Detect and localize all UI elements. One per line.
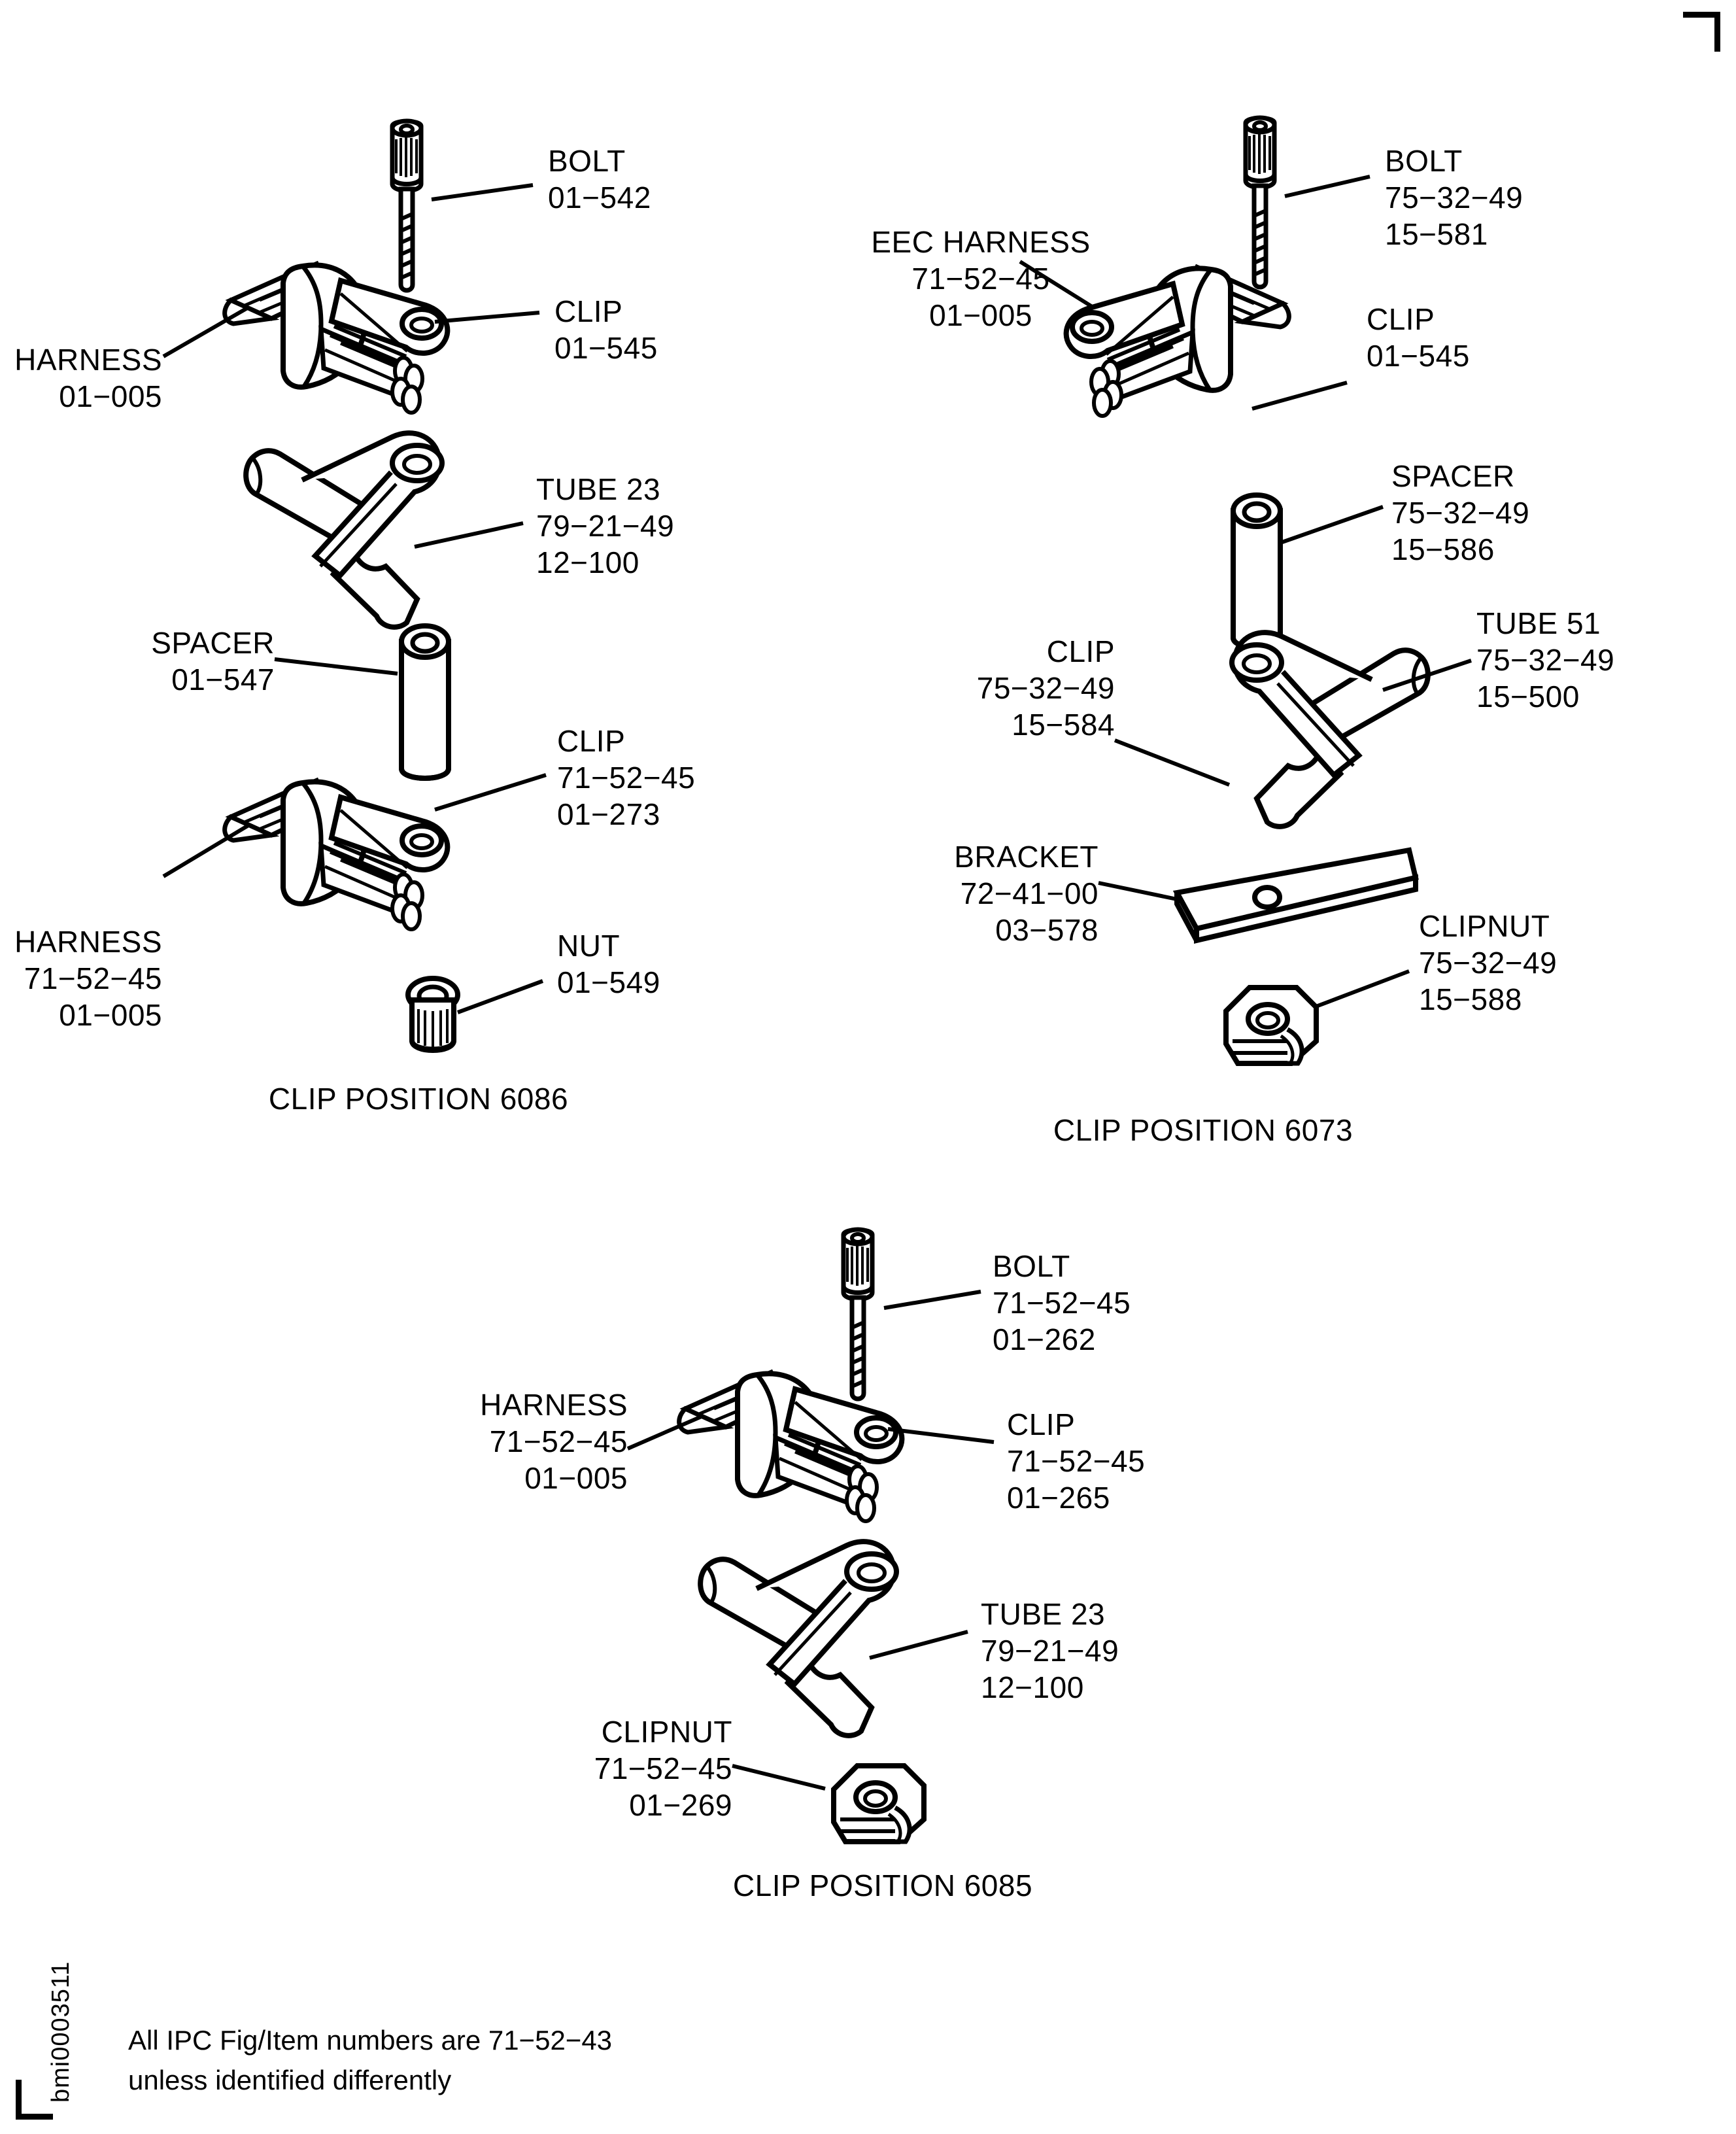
label-line: 15−588 xyxy=(1419,982,1522,1017)
label-line: 71−52−45 xyxy=(24,961,162,996)
label-line: 75−32−49 xyxy=(1391,496,1530,530)
label-line: 75−32−49 xyxy=(1385,181,1523,215)
corner-mark-bottom-left xyxy=(16,2080,53,2120)
label-line: CLIPNUT xyxy=(601,1715,732,1749)
label-line: BOLT xyxy=(548,144,626,178)
label-line: 01−265 xyxy=(1007,1481,1110,1515)
label-line: 71−52−45 xyxy=(489,1424,628,1459)
label-line: 79−21−49 xyxy=(981,1634,1119,1668)
label-harness2-6086: HARNESS 71−52−45 01−005 xyxy=(0,923,162,1033)
label-line: 71−52−45 xyxy=(594,1751,732,1786)
label-line: 15−584 xyxy=(1012,708,1115,742)
label-line: EEC HARNESS xyxy=(871,225,1091,259)
label-clip-6086: CLIP 01−545 xyxy=(554,293,658,366)
label-nut-6086: NUT 01−549 xyxy=(557,927,660,1001)
label-line: 15−586 xyxy=(1391,532,1495,567)
label-clipnut-6073: CLIPNUT 75−32−49 15−588 xyxy=(1419,908,1557,1018)
caption-clip-position-6073: CLIP POSITION 6073 xyxy=(821,1112,1586,1148)
label-line: 71−52−45 xyxy=(557,761,696,795)
caption-text: CLIP POSITION 6085 xyxy=(732,1868,1033,1902)
label-line: 01−547 xyxy=(171,663,275,697)
label-spacer-6086: SPACER 01−547 xyxy=(0,625,275,698)
label-line: 01−005 xyxy=(59,998,162,1033)
label-line: TUBE 23 xyxy=(981,1597,1106,1631)
label-line: NUT xyxy=(557,929,621,963)
label-line: CLIPNUT xyxy=(1419,909,1550,943)
label-clip-6073: CLIP 01−545 xyxy=(1367,301,1470,374)
label-line: HARNESS xyxy=(14,343,162,377)
label-line: 01−545 xyxy=(554,331,658,366)
label-bracket-6073: BRACKET 72−41−00 03−578 xyxy=(902,838,1098,948)
label-line: CLIP xyxy=(1367,302,1435,336)
label-line: 01−273 xyxy=(557,797,660,832)
label-clip2-6086: CLIP 71−52−45 01−273 xyxy=(557,723,695,833)
figure-note-line2: unless identified differently xyxy=(128,2064,452,2095)
label-line: 15−581 xyxy=(1385,217,1488,252)
label-line: 01−269 xyxy=(629,1788,732,1823)
label-line: 71−52−45 xyxy=(911,262,1050,296)
label-clip2-6073: CLIP 75−32−49 15−584 xyxy=(948,633,1115,743)
figure-note: All IPC Fig/Item numbers are 71−52−43 un… xyxy=(128,2021,612,2101)
label-line: 01−262 xyxy=(993,1322,1096,1357)
caption-clip-position-6086: CLIP POSITION 6086 xyxy=(131,1080,706,1117)
label-line: CLIP xyxy=(554,294,623,328)
label-line: 01−005 xyxy=(59,379,162,414)
group-6086-artwork xyxy=(162,121,547,1050)
label-eec-harness-6073: EEC HARNESS 71−52−45 01−005 xyxy=(843,224,1118,334)
label-spacer-6073: SPACER 75−32−49 15−586 xyxy=(1391,458,1529,568)
label-line: TUBE 23 xyxy=(536,472,661,506)
label-bolt-6085: BOLT 71−52−45 01−262 xyxy=(993,1248,1131,1358)
label-line: 12−100 xyxy=(981,1670,1084,1705)
label-line: CLIP xyxy=(1007,1407,1076,1441)
label-line: 75−32−49 xyxy=(976,671,1115,706)
label-line: 15−500 xyxy=(1476,680,1580,714)
label-line: 75−32−49 xyxy=(1419,946,1557,980)
label-line: 01−005 xyxy=(524,1461,628,1496)
label-bolt-6073: BOLT 75−32−49 15−581 xyxy=(1385,143,1523,252)
label-clip-6085: CLIP 71−52−45 01−265 xyxy=(1007,1406,1145,1516)
caption-text: CLIP POSITION 6073 xyxy=(1053,1113,1353,1147)
label-line: 12−100 xyxy=(536,545,639,580)
label-line: BOLT xyxy=(993,1249,1070,1283)
label-tube51-6073: TUBE 51 75−32−49 15−500 xyxy=(1476,605,1614,715)
label-line: 71−52−45 xyxy=(1007,1444,1146,1479)
label-line: HARNESS xyxy=(480,1388,628,1422)
caption-text: CLIP POSITION 6086 xyxy=(268,1082,569,1116)
label-line: HARNESS xyxy=(14,925,162,959)
label-line: CLIP xyxy=(557,724,626,758)
label-line: 79−21−49 xyxy=(536,509,675,543)
label-line: 01−542 xyxy=(548,181,651,215)
label-line: 01−549 xyxy=(557,965,660,1000)
label-line: BOLT xyxy=(1385,144,1463,178)
label-line: 71−52−45 xyxy=(993,1286,1131,1320)
label-line: 01−545 xyxy=(1367,339,1470,373)
label-line: SPACER xyxy=(151,626,275,660)
label-line: 01−005 xyxy=(929,298,1032,333)
label-tube23-6086: TUBE 23 79−21−49 12−100 xyxy=(536,471,674,581)
label-line: 72−41−00 xyxy=(960,876,1098,911)
label-line: 75−32−49 xyxy=(1476,643,1615,678)
label-line: TUBE 51 xyxy=(1476,606,1601,640)
label-harness-6086: HARNESS 01−005 xyxy=(0,341,162,415)
label-line: 03−578 xyxy=(995,913,1098,948)
label-line: BRACKET xyxy=(954,840,1098,874)
caption-clip-position-6085: CLIP POSITION 6085 xyxy=(523,1867,1242,1904)
label-bolt-6086: BOLT 01−542 xyxy=(548,143,651,216)
corner-mark-top-right xyxy=(1683,12,1720,52)
label-line: SPACER xyxy=(1391,459,1515,493)
label-clipnut-6085: CLIPNUT 71−52−45 01−269 xyxy=(517,1713,732,1823)
label-tube23-6085: TUBE 23 79−21−49 12−100 xyxy=(981,1596,1119,1706)
label-line: CLIP xyxy=(1046,634,1115,668)
label-harness-6085: HARNESS 71−52−45 01−005 xyxy=(412,1386,628,1496)
figure-note-line1: All IPC Fig/Item numbers are 71−52−43 xyxy=(128,2025,613,2056)
